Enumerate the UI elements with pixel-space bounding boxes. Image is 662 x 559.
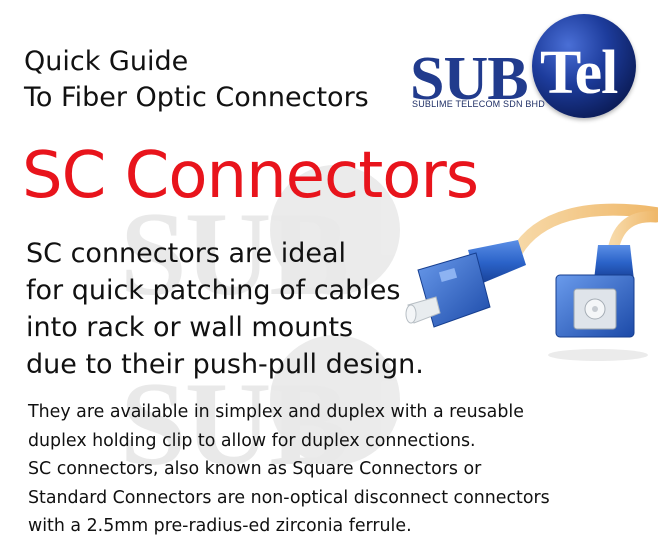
guide-heading-line1: Quick Guide (24, 46, 189, 77)
subtel-logo: SUB Tel SUBLIME TELECOM SDN BHD (408, 12, 638, 118)
body-paragraph: They are available in simplex and duplex… (28, 398, 550, 541)
body-line: SC connectors, also known as Square Conn… (28, 459, 482, 479)
body-line: They are available in simplex and duplex… (28, 402, 524, 422)
logo-sub-text: SUB (410, 45, 529, 113)
lead-paragraph: SC connectors are ideal for quick patchi… (26, 235, 424, 383)
body-line: Standard Connectors are non-optical disc… (28, 487, 550, 508)
logo-tagline: SUBLIME TELECOM SDN BHD (412, 99, 545, 109)
sc-connector-icon (398, 195, 662, 375)
logo-tel-text: Tel (540, 39, 618, 107)
guide-heading: Quick Guide To Fiber Optic Connectors (24, 44, 369, 116)
lead-line: for quick patching of cables (26, 275, 401, 306)
guide-heading-line2: To Fiber Optic Connectors (24, 82, 369, 113)
lead-line: into rack or wall mounts (26, 312, 354, 343)
logo-globe-icon (532, 14, 636, 118)
body-line: with a 2.5mm pre-radius-ed zirconia ferr… (28, 516, 412, 536)
lead-line: SC connectors are ideal (26, 238, 347, 269)
page-title: SC Connectors (22, 139, 479, 213)
body-line: duplex holding clip to allow for duplex … (28, 430, 476, 451)
lead-line: due to their push-pull design. (26, 349, 424, 380)
